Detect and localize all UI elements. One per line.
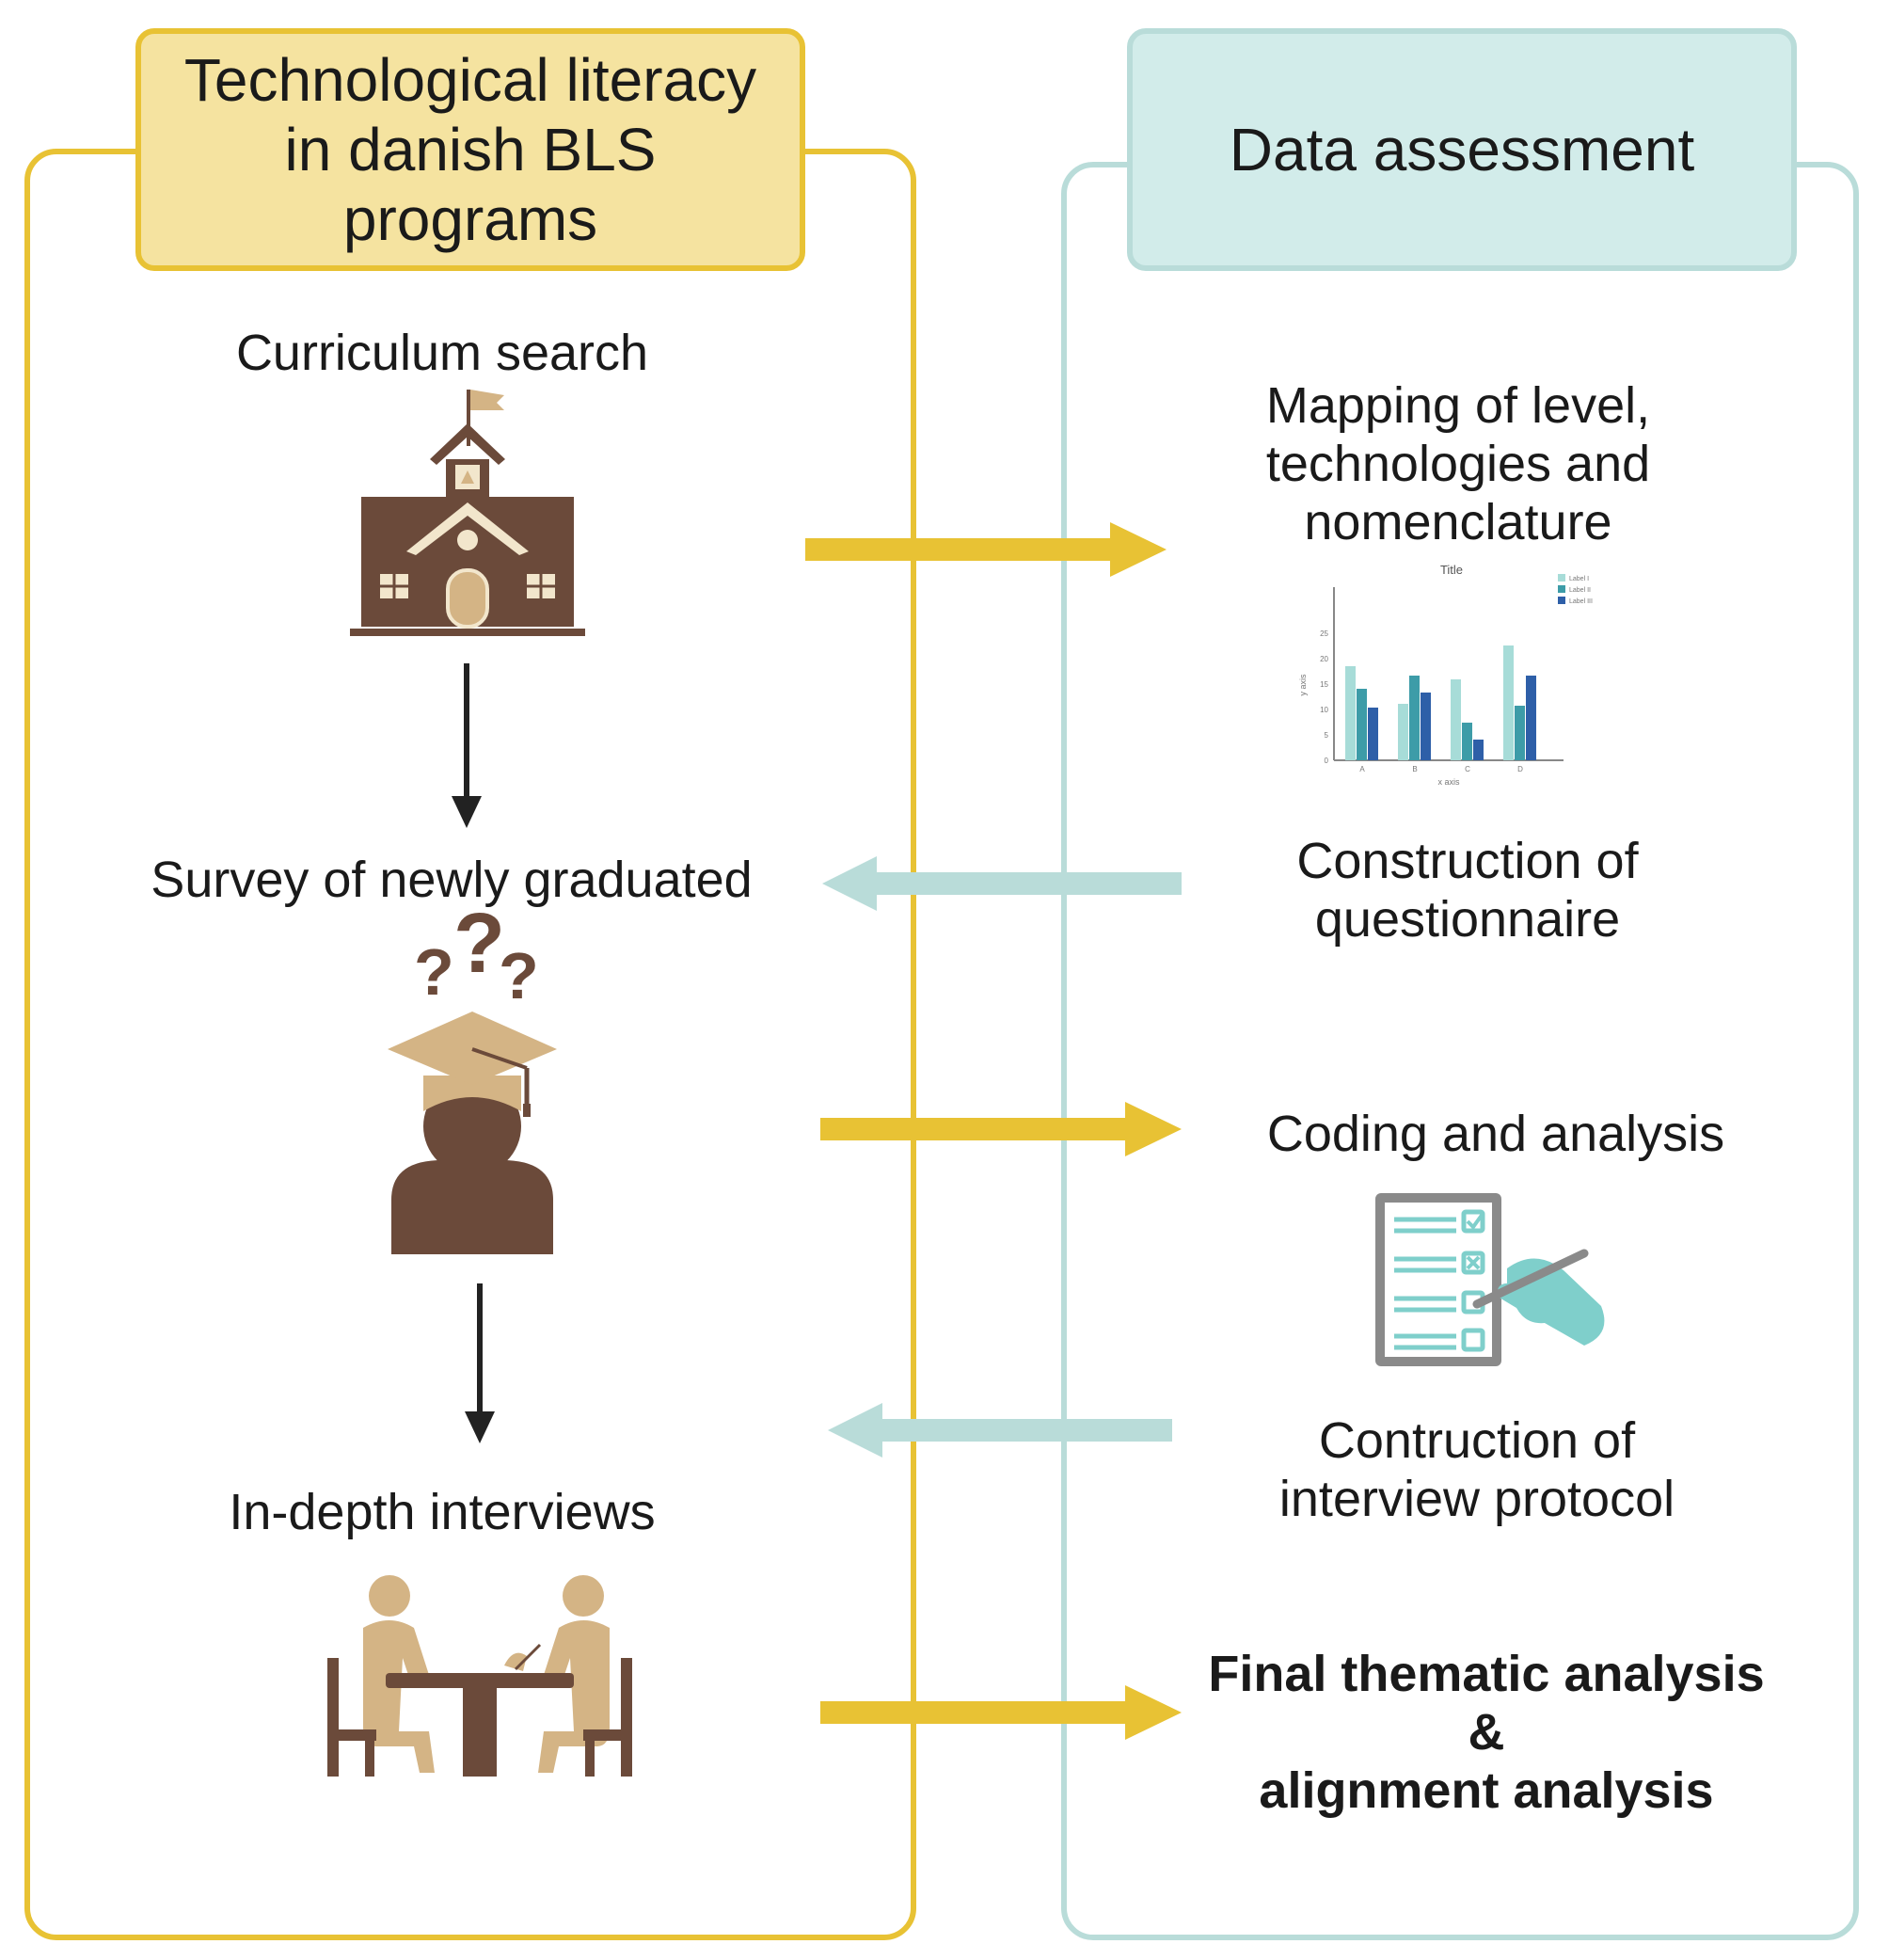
mini-chart-bar bbox=[1462, 723, 1472, 760]
mini-chart-ytick: 5 bbox=[1325, 731, 1329, 740]
mini-chart-ytick: 10 bbox=[1320, 706, 1328, 714]
mini-chart-bar bbox=[1451, 679, 1461, 760]
mini-chart-bar bbox=[1409, 676, 1420, 760]
mini-chart-ytick: 25 bbox=[1320, 629, 1328, 638]
question-mark-icon: ? bbox=[414, 935, 454, 1009]
mini-chart-legend: Label I Label II Label III bbox=[1558, 574, 1593, 605]
right-panel bbox=[1061, 162, 1859, 1940]
right-header: Data assessment bbox=[1127, 28, 1797, 271]
mini-chart-bar bbox=[1526, 676, 1536, 760]
mini-chart-bar bbox=[1503, 645, 1514, 760]
arrow-interviews-to-final bbox=[820, 1685, 1182, 1740]
mini-chart-bar bbox=[1515, 706, 1525, 760]
graduate-question-icon: ? ? ? bbox=[388, 897, 557, 1254]
mini-chart-ytick: 0 bbox=[1325, 757, 1329, 765]
arrow-curriculum-to-mapping bbox=[805, 522, 1167, 577]
interview-protocol-label: Contruction of interview protocol bbox=[1278, 1412, 1675, 1527]
question-mark-icon: ? bbox=[453, 897, 505, 991]
curriculum-search-label: Curriculum search bbox=[235, 325, 649, 381]
mini-chart-bar bbox=[1473, 740, 1484, 760]
mini-chart-bar bbox=[1368, 708, 1378, 760]
mini-chart-xticks: A B C D bbox=[1359, 765, 1523, 773]
mini-chart-ytick: 15 bbox=[1320, 680, 1328, 689]
coding-analysis-label: Coding and analysis bbox=[1266, 1106, 1725, 1162]
bar-chart-icon: Title y axis x axis 0 5 10 15 20 25 A B C D Labe… bbox=[1298, 563, 1593, 787]
mini-chart-title: Title bbox=[1440, 563, 1463, 577]
mapping-label: Mapping of level, technologies and nomen… bbox=[1265, 377, 1651, 550]
final-analysis-label: Final thematic analysis & alignment anal… bbox=[1208, 1646, 1765, 1819]
mini-chart-xtick: C bbox=[1465, 765, 1470, 773]
mini-chart-bar bbox=[1345, 666, 1356, 760]
mini-chart-legend-swatch bbox=[1558, 585, 1565, 593]
interviews-label: In-depth interviews bbox=[229, 1484, 656, 1540]
mini-chart-bar bbox=[1421, 693, 1431, 760]
arrow-down-2 bbox=[465, 1283, 495, 1443]
left-header-text: Technological literacy in danish BLS pro… bbox=[183, 46, 757, 253]
mini-chart-ytick: 20 bbox=[1320, 655, 1328, 663]
mini-chart-yticks: 0 5 10 15 20 25 bbox=[1320, 629, 1328, 765]
mini-chart-legend-swatch bbox=[1558, 574, 1565, 582]
question-mark-icon: ? bbox=[499, 939, 539, 1012]
mini-chart-ylabel: y axis bbox=[1298, 674, 1308, 696]
mini-chart-xlabel: x axis bbox=[1437, 777, 1460, 787]
mini-chart-bar bbox=[1357, 689, 1367, 760]
survey-label: Survey of newly graduated bbox=[151, 852, 753, 908]
mini-chart-bar bbox=[1398, 704, 1408, 760]
mini-chart-legend-label: Label III bbox=[1569, 598, 1593, 605]
mini-chart-legend-swatch bbox=[1558, 597, 1565, 604]
mini-chart-xtick: A bbox=[1359, 765, 1365, 773]
left-header: Technological literacy in danish BLS pro… bbox=[135, 28, 805, 271]
arrow-protocol-to-interviews bbox=[828, 1403, 1172, 1458]
mini-chart-bars bbox=[1345, 645, 1536, 760]
right-header-text: Data assessment bbox=[1229, 116, 1695, 183]
questionnaire-label: Construction of questionnaire bbox=[1296, 833, 1639, 948]
checklist-icon bbox=[1375, 1193, 1605, 1366]
mini-chart-legend-label: Label II bbox=[1569, 587, 1591, 594]
arrow-questionnaire-to-survey bbox=[822, 856, 1182, 911]
arrow-survey-to-coding bbox=[820, 1102, 1182, 1156]
arrow-down-1 bbox=[452, 663, 482, 828]
mini-chart-xtick: B bbox=[1412, 765, 1417, 773]
school-building-icon bbox=[350, 390, 585, 636]
mini-chart-xtick: D bbox=[1517, 765, 1523, 773]
mini-chart-legend-label: Label I bbox=[1569, 576, 1589, 582]
interview-table-icon bbox=[327, 1575, 632, 1777]
